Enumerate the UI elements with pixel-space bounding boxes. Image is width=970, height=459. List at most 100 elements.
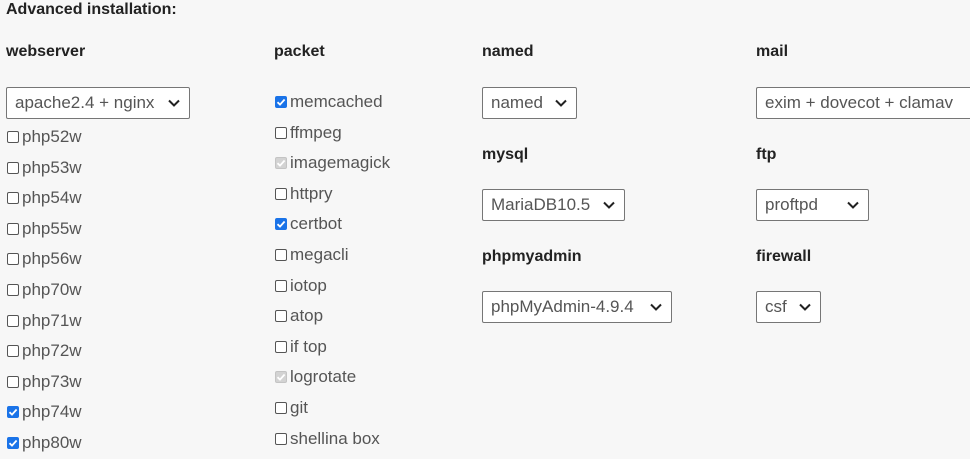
checkbox[interactable] bbox=[275, 432, 287, 445]
checkbox-label: php53w bbox=[22, 157, 82, 177]
checkbox-item-php70w[interactable]: php70w bbox=[7, 279, 82, 301]
checkbox-item-php73w[interactable]: php73w bbox=[7, 371, 82, 393]
checkbox-label: ffmpeg bbox=[290, 122, 342, 142]
checkbox-label: imagemagick bbox=[290, 153, 391, 173]
checkmark-icon bbox=[8, 439, 18, 447]
checkbox-label: php54w bbox=[22, 188, 82, 208]
checkbox-item-atop[interactable]: atop bbox=[275, 305, 323, 327]
checkbox-item-ffmpeg[interactable]: ffmpeg bbox=[275, 122, 342, 144]
checkbox[interactable] bbox=[275, 310, 287, 323]
checkbox-label: if top bbox=[290, 336, 327, 356]
checkbox-item-php71w[interactable]: php71w bbox=[7, 310, 82, 332]
checkbox-item-shellina-box[interactable]: shellina box bbox=[275, 428, 380, 450]
checkbox[interactable] bbox=[275, 340, 287, 353]
checkbox-label: php80w bbox=[22, 433, 82, 452]
page-title: Advanced installation: bbox=[6, 1, 177, 18]
mysql-select[interactable]: MariaDB10.5 bbox=[482, 189, 625, 221]
phpmyadmin-heading: phpmyadmin bbox=[482, 248, 582, 265]
checkbox[interactable] bbox=[275, 187, 287, 200]
checkbox-item-php52w[interactable]: php52w bbox=[7, 126, 82, 148]
checkbox-item-logrotate[interactable]: logrotate bbox=[275, 366, 356, 388]
mysql-heading: mysql bbox=[482, 146, 529, 163]
mail-select[interactable]: exim + dovecot + clamav bbox=[756, 87, 970, 119]
checkbox-item-certbot[interactable]: certbot bbox=[275, 213, 342, 235]
checkbox-item-megacli[interactable]: megacli bbox=[275, 244, 349, 266]
checkbox-label: php55w bbox=[22, 218, 82, 238]
chevron-down-icon bbox=[799, 303, 811, 311]
checkbox-label: php74w bbox=[22, 402, 82, 422]
mail-select-value: exim + dovecot + clamav bbox=[765, 93, 954, 112]
checkbox-item-php56w[interactable]: php56w bbox=[7, 248, 82, 270]
checkbox-label: certbot bbox=[290, 214, 342, 234]
checkbox-label: shellina box bbox=[290, 428, 380, 448]
checkbox-checked-disabled[interactable] bbox=[275, 157, 287, 170]
checkbox-checked-disabled[interactable] bbox=[275, 371, 287, 384]
checkbox-item-php55w[interactable]: php55w bbox=[7, 218, 82, 240]
checkbox-label: megacli bbox=[290, 245, 349, 264]
firewall-select[interactable]: csf bbox=[756, 291, 821, 323]
checkbox-checked[interactable] bbox=[275, 218, 287, 231]
phpmyadmin-select-value: phpMyAdmin-4.9.4 bbox=[491, 297, 634, 316]
packet-heading: packet bbox=[274, 43, 325, 60]
checkbox-label: atop bbox=[290, 306, 324, 326]
checkbox[interactable] bbox=[7, 222, 19, 235]
checkbox-item-iotop[interactable]: iotop bbox=[275, 275, 327, 297]
checkbox-label: php71w bbox=[22, 310, 82, 330]
chevron-down-icon bbox=[555, 99, 567, 107]
checkbox-label: git bbox=[290, 398, 308, 417]
checkbox-checked[interactable] bbox=[275, 96, 287, 108]
checkbox[interactable] bbox=[7, 345, 19, 358]
firewall-heading: firewall bbox=[756, 248, 812, 265]
ftp-heading: ftp bbox=[756, 146, 777, 163]
ftp-select[interactable]: proftpd bbox=[756, 189, 869, 221]
checkbox[interactable] bbox=[7, 284, 19, 296]
webserver-select[interactable]: apache2.4 + nginx bbox=[6, 87, 190, 119]
checkbox-checked[interactable] bbox=[7, 406, 19, 419]
checkmark-icon bbox=[276, 160, 286, 168]
checkmark-icon bbox=[8, 409, 18, 417]
checkbox[interactable] bbox=[7, 253, 19, 266]
checkbox-label: php70w bbox=[22, 280, 82, 299]
checkbox-item-imagemagick[interactable]: imagemagick bbox=[275, 152, 390, 174]
checkbox-item-memcached[interactable]: memcached bbox=[275, 91, 383, 113]
checkbox[interactable] bbox=[275, 249, 287, 261]
phpmyadmin-select[interactable]: phpMyAdmin-4.9.4 bbox=[482, 291, 672, 323]
webserver-select-value: apache2.4 + nginx bbox=[15, 93, 155, 112]
checkbox-item-php53w[interactable]: php53w bbox=[7, 157, 82, 179]
checkbox[interactable] bbox=[275, 402, 287, 414]
checkbox-label: iotop bbox=[290, 275, 327, 295]
checkbox-label: php56w bbox=[22, 249, 82, 269]
checkbox-label: php72w bbox=[22, 341, 82, 361]
checkbox-label: php73w bbox=[22, 371, 82, 391]
checkbox-label: php52w bbox=[22, 127, 82, 146]
checkbox-item-php54w[interactable]: php54w bbox=[7, 187, 82, 209]
checkbox[interactable] bbox=[7, 314, 19, 327]
chevron-down-icon bbox=[847, 201, 859, 209]
mysql-select-value: MariaDB10.5 bbox=[491, 195, 591, 214]
named-select-value: named bbox=[491, 93, 543, 112]
checkbox[interactable] bbox=[7, 161, 19, 174]
chevron-down-icon bbox=[168, 99, 180, 107]
checkbox[interactable] bbox=[7, 192, 19, 205]
checkbox[interactable] bbox=[275, 279, 287, 292]
checkbox[interactable] bbox=[7, 131, 19, 143]
checkbox-item-php72w[interactable]: php72w bbox=[7, 340, 82, 362]
checkmark-icon bbox=[276, 221, 286, 229]
firewall-select-value: csf bbox=[765, 297, 787, 316]
checkmark-icon bbox=[276, 98, 286, 106]
checkbox-checked[interactable] bbox=[7, 437, 19, 449]
checkbox-label: httpry bbox=[290, 183, 333, 203]
checkbox[interactable] bbox=[7, 375, 19, 388]
checkbox-item-php80w[interactable]: php80w bbox=[7, 432, 82, 454]
checkbox-item-if-top[interactable]: if top bbox=[275, 336, 327, 358]
checkbox-item-httpry[interactable]: httpry bbox=[275, 183, 333, 205]
checkbox-label: memcached bbox=[290, 92, 383, 111]
checkbox-item-php74w[interactable]: php74w bbox=[7, 401, 82, 423]
checkbox-label: logrotate bbox=[290, 367, 357, 387]
checkbox[interactable] bbox=[275, 126, 287, 139]
chevron-down-icon bbox=[603, 201, 615, 209]
ftp-select-value: proftpd bbox=[765, 195, 818, 214]
checkbox-item-git[interactable]: git bbox=[275, 397, 308, 419]
named-select[interactable]: named bbox=[482, 87, 577, 119]
chevron-down-icon bbox=[650, 303, 662, 311]
